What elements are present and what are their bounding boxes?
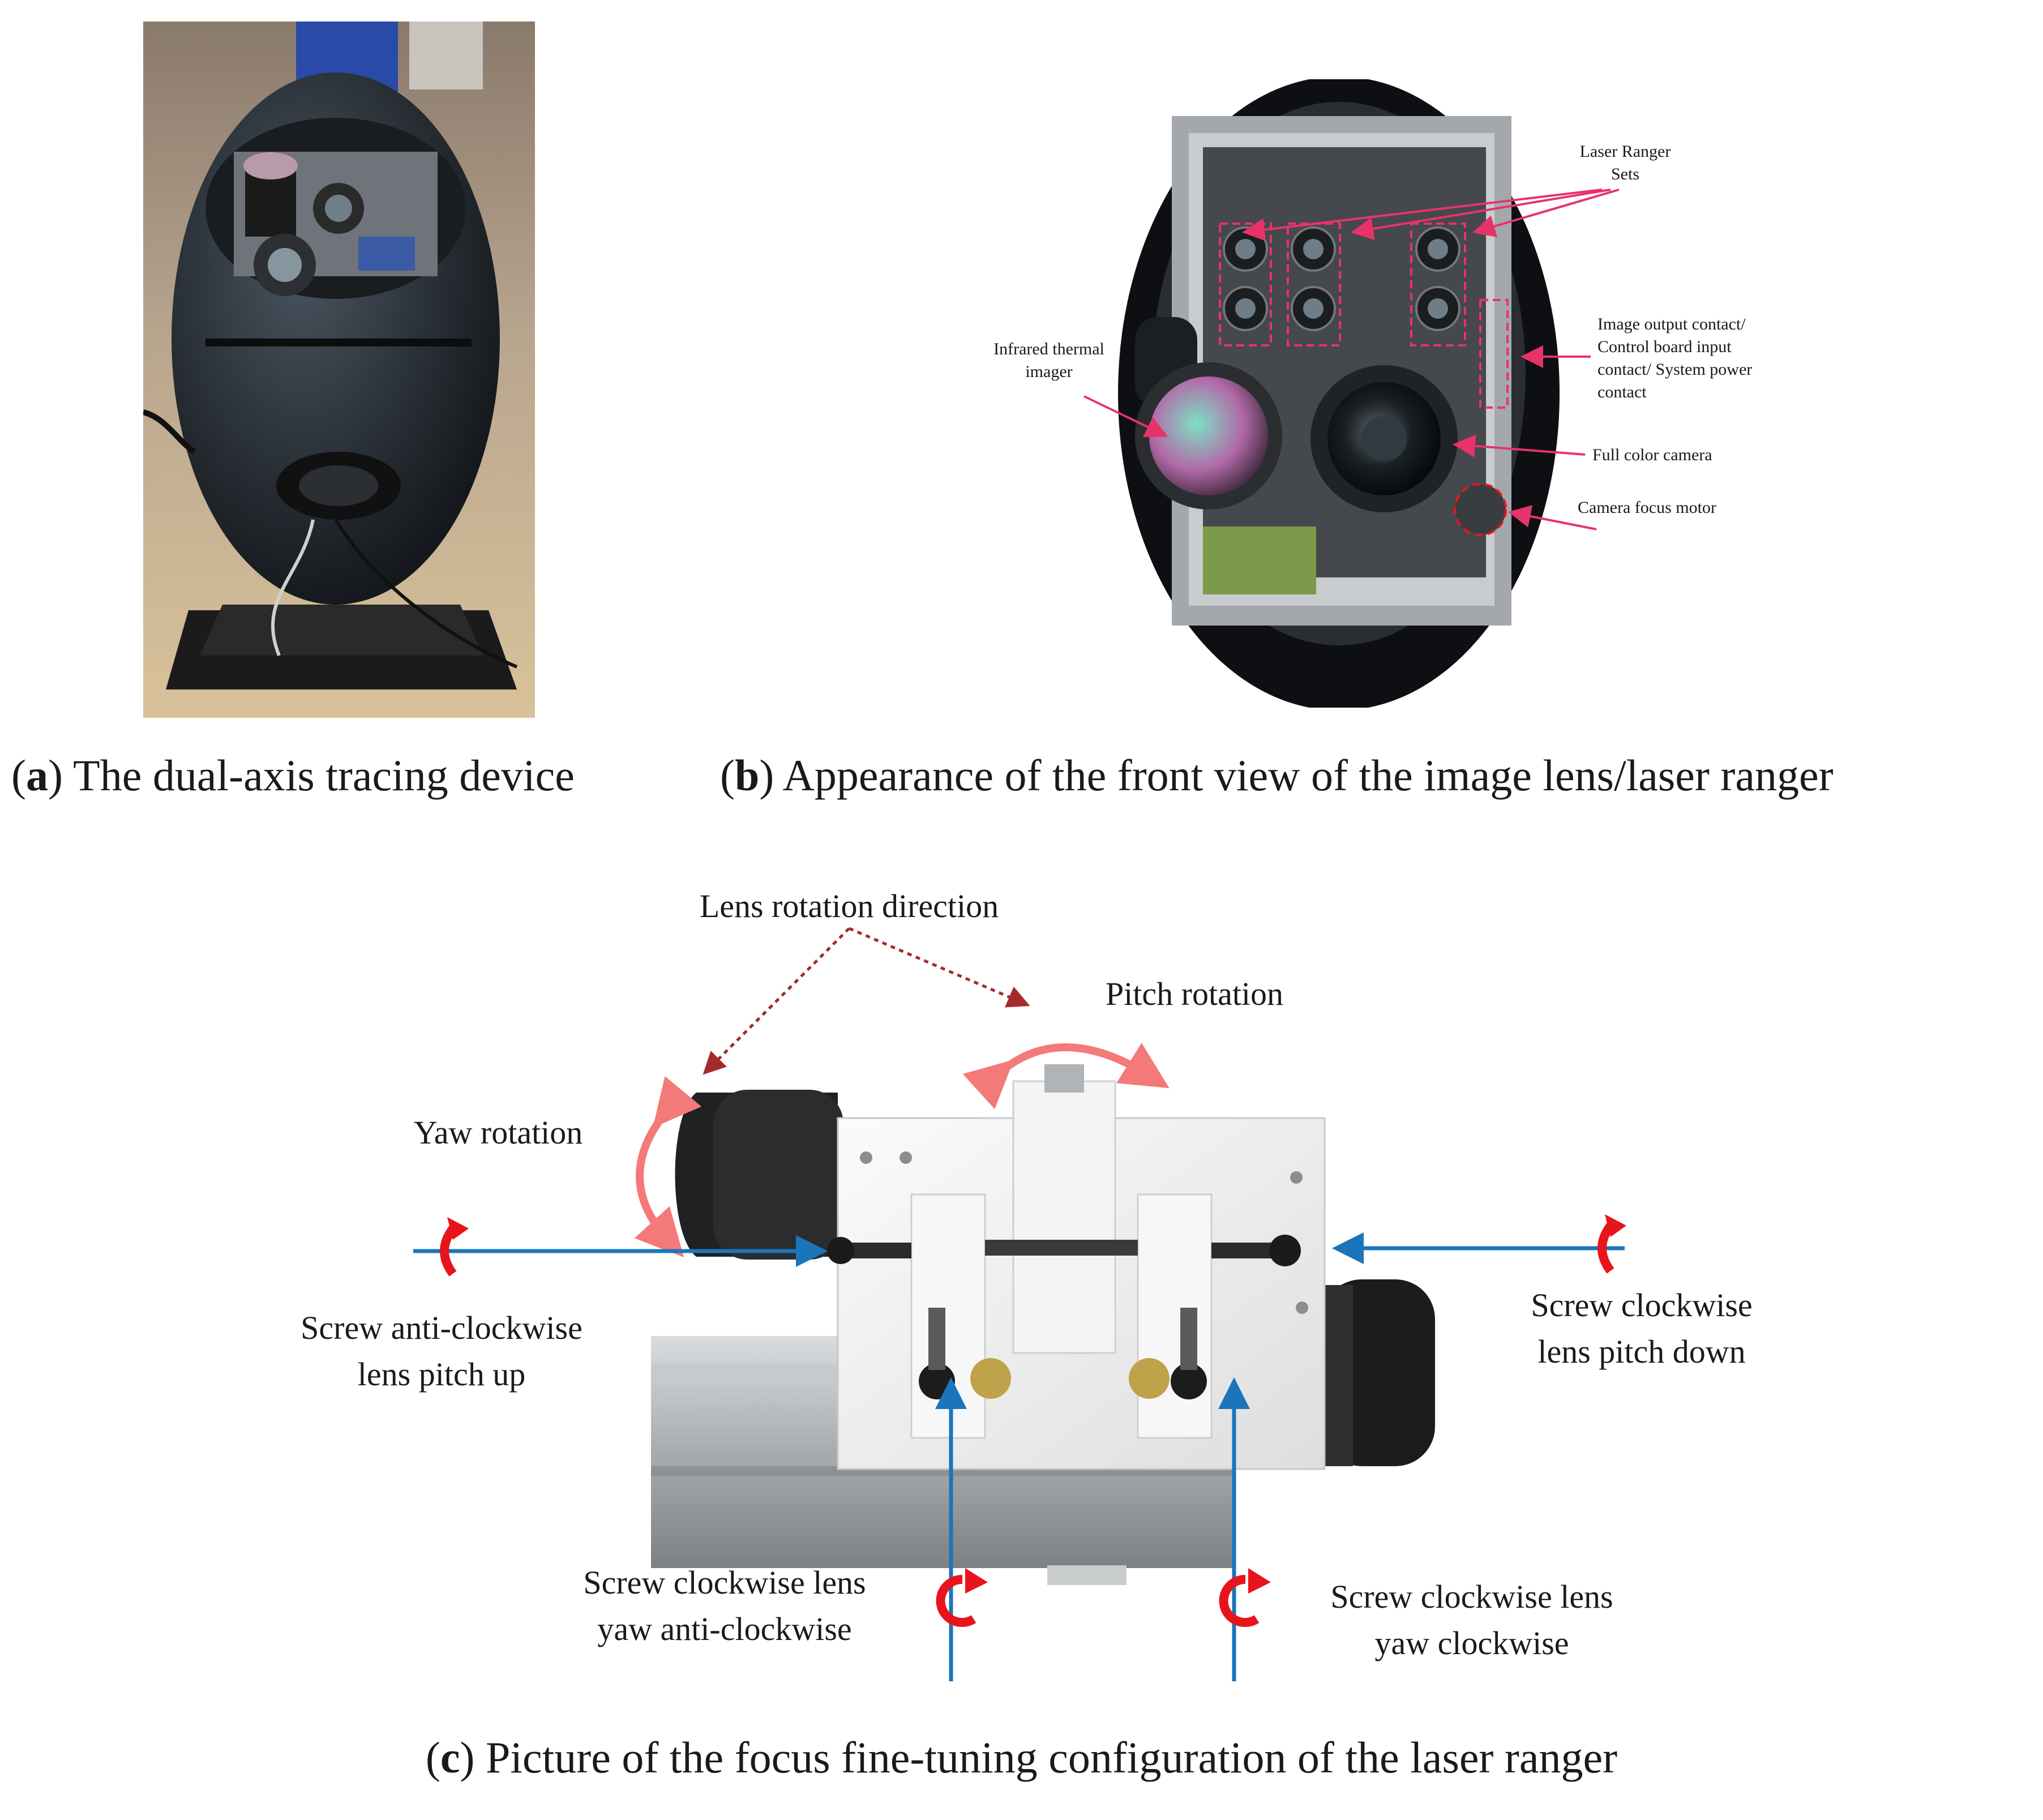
arrow-laser-set-3 xyxy=(1472,189,1620,238)
arrow-full-color xyxy=(1453,434,1586,457)
label-screw-yaw-anti-clockwise: Screw clockwise lens yaw anti-clockwise xyxy=(543,1560,906,1652)
label-cw-line1: Screw clockwise xyxy=(1531,1287,1753,1324)
caption-a: (a) The dual-axis tracing device xyxy=(11,751,575,800)
label-laser-ranger-sets: Laser Ranger Sets xyxy=(1560,140,1690,186)
screw-rotate-head-left xyxy=(447,1217,469,1240)
label-contact-line3: contact/ System power xyxy=(1597,360,1753,379)
label-infrared-line2: imager xyxy=(1025,362,1073,381)
photo-focus-fine-tuning xyxy=(651,1047,1455,1585)
label-image-output-contact: Image output contact/ Control board inpu… xyxy=(1597,313,1752,404)
label-screw-clockwise-pitch-down: Screw clockwise lens pitch down xyxy=(1494,1282,1789,1375)
label-yaw-anti-line1: Screw clockwise lens xyxy=(583,1564,866,1601)
yaw-rotation-arrow xyxy=(634,1076,702,1258)
label-screw-yaw-clockwise: Screw clockwise lens yaw clockwise xyxy=(1291,1574,1653,1667)
device-photo-illustration xyxy=(142,22,535,718)
label-infrared-thermal-imager: Infrared thermal imager xyxy=(973,338,1125,383)
caption-c-text: Picture of the focus fine-tuning configu… xyxy=(474,1733,1618,1782)
label-contact-line1: Image output contact/ xyxy=(1597,315,1746,333)
panel-b-callout-arrows xyxy=(1083,189,1620,530)
label-yaw-cw-line2: yaw clockwise xyxy=(1374,1625,1569,1661)
caption-b: (b) Appearance of the front view of the … xyxy=(720,751,1834,800)
screw-rotate-icon-right xyxy=(1597,1223,1614,1274)
label-camera-focus-motor: Camera focus motor xyxy=(1578,498,1716,517)
label-screw-anti-clockwise: Screw anti-clockwise lens pitch up xyxy=(249,1305,634,1398)
arrow-infrared xyxy=(1083,395,1168,438)
label-anti-line1: Screw anti-clockwise xyxy=(301,1309,583,1346)
screw-rotate-head-bottom-right xyxy=(1248,1568,1271,1594)
arrow-laser-set-1 xyxy=(1242,189,1603,241)
label-contact-line4: contact xyxy=(1597,383,1647,401)
panel-c-annotations xyxy=(413,927,1626,1681)
pitch-rotation-arrow xyxy=(962,1043,1170,1110)
label-pitch-rotation: Pitch rotation xyxy=(1105,975,1284,1012)
screw-rotate-head-bottom-left xyxy=(965,1568,988,1594)
arrow-focus-motor xyxy=(1508,505,1597,530)
label-cw-line2: lens pitch down xyxy=(1537,1333,1746,1370)
caption-c: (c) Picture of the focus fine-tuning con… xyxy=(425,1733,1618,1782)
label-laser-ranger-line2: Sets xyxy=(1611,165,1639,183)
caption-a-text: The dual-axis tracing device xyxy=(62,751,575,800)
label-yaw-anti-line2: yaw anti-clockwise xyxy=(597,1611,852,1647)
label-contact-line2: Control board input xyxy=(1597,337,1732,356)
dotted-arrow-yaw xyxy=(703,927,850,1075)
arrow-laser-set-2 xyxy=(1351,189,1611,240)
caption-b-letter: b xyxy=(734,751,760,800)
label-laser-ranger-line1: Laser Ranger xyxy=(1579,142,1671,161)
label-infrared-line1: Infrared thermal xyxy=(993,340,1104,358)
caption-b-text: Appearance of the front view of the imag… xyxy=(774,751,1834,800)
fine-tuning-photo-illustration xyxy=(651,1064,1435,1585)
label-yaw-rotation: Yaw rotation xyxy=(413,1114,583,1151)
dotted-arrow-pitch xyxy=(849,927,1030,1008)
caption-c-letter: c xyxy=(440,1733,460,1782)
label-anti-line2: lens pitch up xyxy=(357,1356,526,1393)
screw-rotate-icon-bottom-right xyxy=(1219,1574,1260,1627)
caption-a-letter: a xyxy=(25,751,48,800)
label-lens-rotation-direction: Lens rotation direction xyxy=(699,888,999,924)
photo-dual-axis-device xyxy=(142,22,535,718)
screw-rotate-head-right xyxy=(1605,1214,1626,1237)
screw-rotate-icon-left xyxy=(440,1226,457,1277)
label-full-color-camera: Full color camera xyxy=(1592,446,1712,464)
screw-rotate-icon-bottom-left xyxy=(936,1574,976,1627)
label-yaw-cw-line1: Screw clockwise lens xyxy=(1330,1578,1613,1615)
